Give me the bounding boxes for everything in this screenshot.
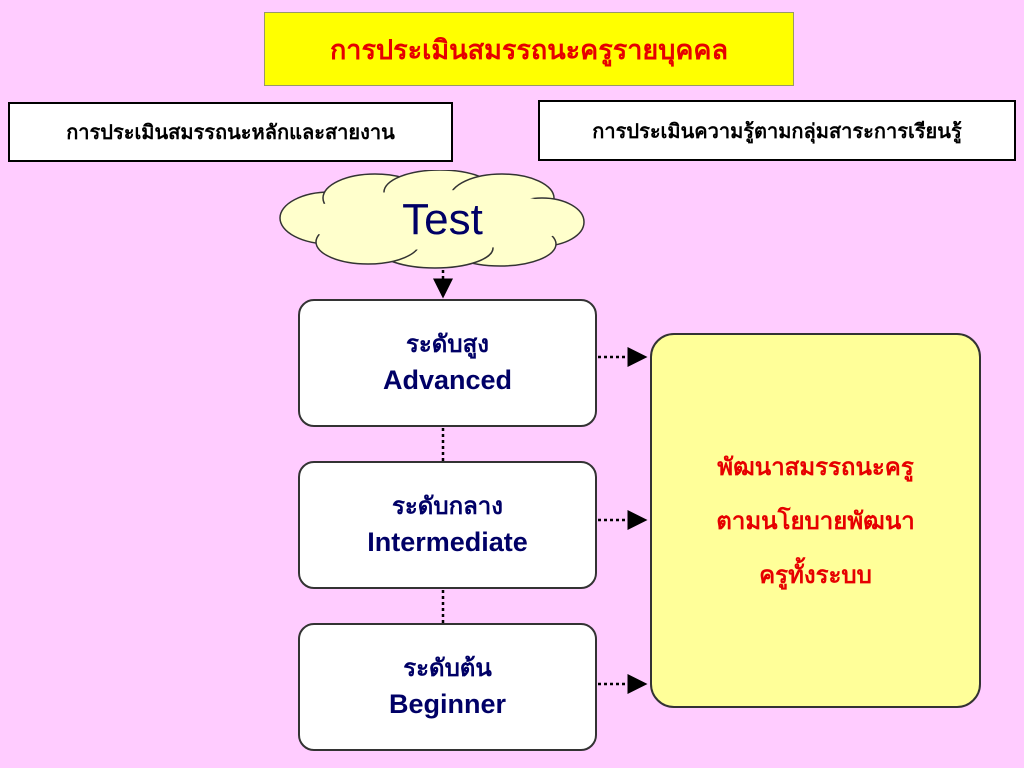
level-beginner-english: Beginner [388,689,507,719]
level-beginner-thai: ระดับต้น [403,653,492,682]
page-title: การประเมินสมรรถนะครูรายบุคคล [329,34,729,66]
level-intermediate-thai: ระดับกลาง [391,491,504,520]
level-intermediate-box: ระดับกลาง Intermediate [298,461,597,589]
development-line-3: ครูทั้งระบบ [759,559,872,589]
knowledge-assessment-box: การประเมินความรู้ตามกลุ่มสาระการเรียนรู้ [538,100,1016,161]
knowledge-assessment-label: การประเมินความรู้ตามกลุ่มสาระการเรียนรู้ [592,118,962,143]
level-beginner-box: ระดับต้น Beginner [298,623,597,751]
test-cloud [279,170,585,269]
test-label: Test [402,195,483,244]
level-advanced-thai: ระดับสูง [406,329,489,358]
core-assessment-label: การประเมินสมรรถนะหลักและสายงาน [66,120,395,144]
development-box: พัฒนาสมรรถนะครู ตามนโยบายพัฒนา ครูทั้งระ… [650,333,981,708]
development-line-1: พัฒนาสมรรถนะครู [717,451,914,481]
development-line-2: ตามนโยบายพัฒนา [716,505,915,535]
level-intermediate-english: Intermediate [367,527,528,557]
core-assessment-box: การประเมินสมรรถนะหลักและสายงาน [8,102,453,162]
level-advanced-english: Advanced [382,365,513,395]
level-advanced-box: ระดับสูง Advanced [298,299,597,427]
title-box: การประเมินสมรรถนะครูรายบุคคล [264,12,794,86]
